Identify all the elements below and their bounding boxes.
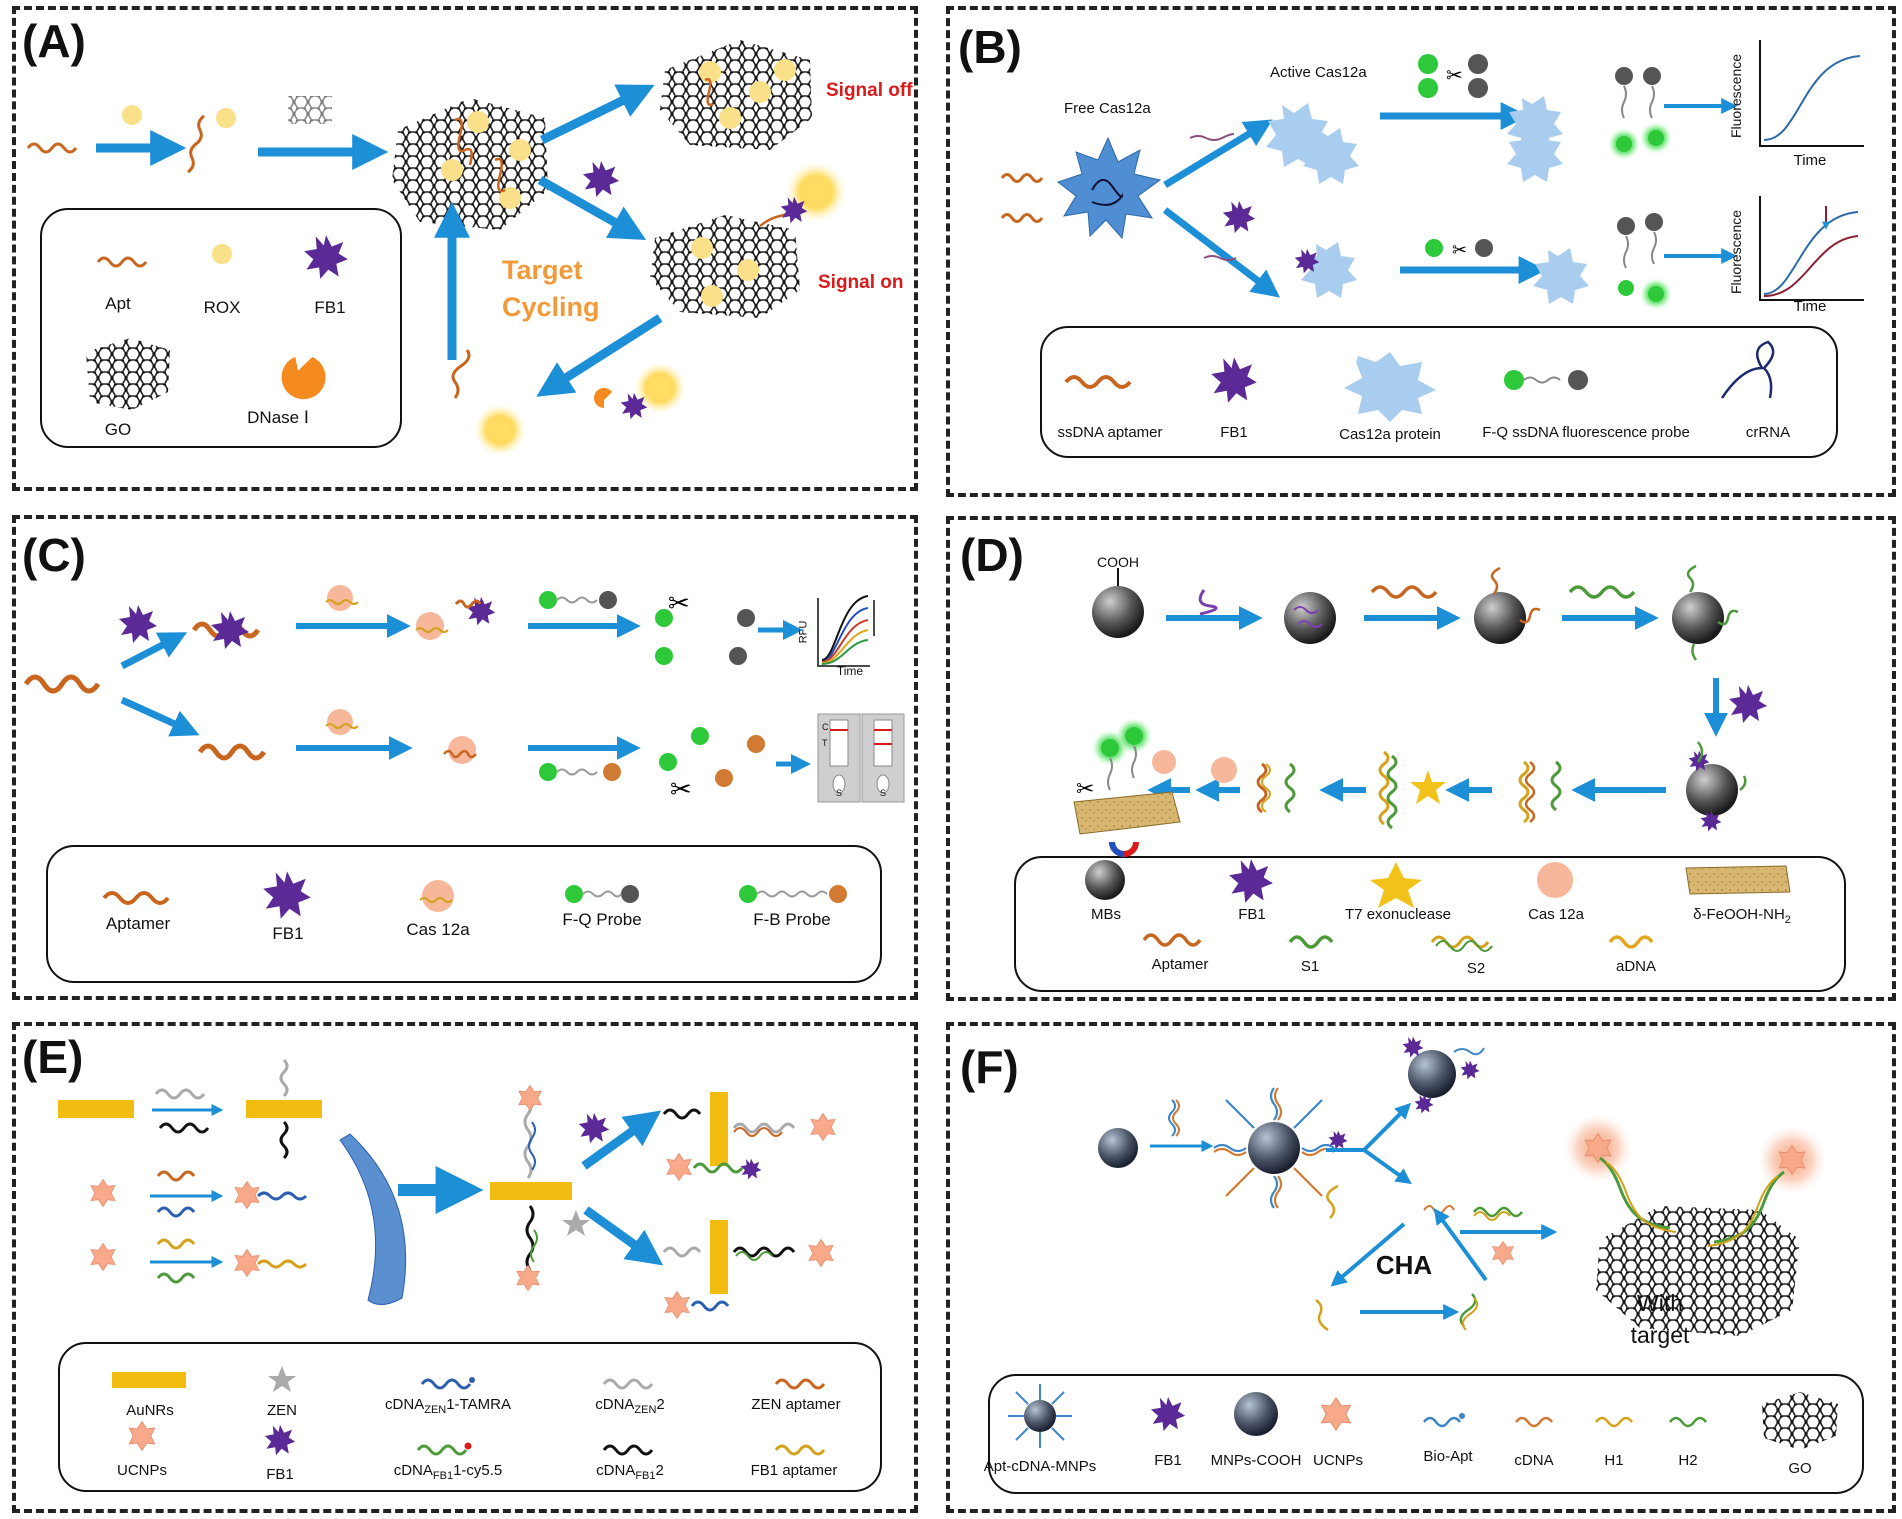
svg-text:✂: ✂ — [668, 589, 690, 619]
panel-b-active-cas: Active Cas12a — [1270, 64, 1367, 81]
panel-b-free-cas: Free Cas12a — [1064, 100, 1151, 117]
panel-d-graphics: ✂ — [1073, 564, 1791, 952]
legend-c-fq: F-Q Probe — [562, 910, 642, 929]
svg-text:✂: ✂ — [670, 775, 692, 805]
panel-a-cycling: Cycling — [502, 292, 600, 322]
legend-d-s1: S1 — [1300, 958, 1320, 975]
legend-f-go: GO — [1788, 1460, 1812, 1477]
panel-b-graphics: ✂ ✂ — [1000, 40, 1864, 422]
panel-f-target: target — [1630, 1322, 1690, 1348]
panel-b-y-axis-top: Fluorescence — [1728, 53, 1745, 139]
legend-e-cdna-zen2-suffix: 2 — [656, 1396, 665, 1413]
legend-a-fb1: FB1 — [314, 298, 346, 317]
legend-d-s2: S2 — [1466, 960, 1486, 977]
legend-e-cdna-zen1-text: cDNA — [385, 1396, 425, 1413]
panel-b-x-axis-top: Time — [1793, 152, 1827, 169]
legend-d-cas: Cas 12a — [1528, 906, 1584, 923]
legend-a-rox: ROX — [203, 298, 241, 317]
panel-c-strip-s-2: S — [880, 788, 887, 798]
panel-c-strip-c: C — [822, 722, 829, 732]
legend-a-dnase: DNase Ⅰ — [247, 408, 309, 427]
panel-d-letter: (D) — [960, 529, 1024, 581]
legend-e-ucnps: UCNPs — [116, 1462, 168, 1479]
legend-e-cdna-zen2: cDNAZEN2 — [595, 1396, 665, 1416]
legend-e-cdna-zen2-sub: ZEN — [634, 1404, 657, 1416]
legend-e-zen-apt: ZEN aptamer — [751, 1396, 841, 1413]
panel-a-target: Target — [502, 255, 583, 285]
legend-e-cdna-zen1-sub: ZEN — [424, 1404, 447, 1416]
panel-f-letter: (F) — [960, 1041, 1019, 1093]
svg-text:✂: ✂ — [1076, 777, 1094, 802]
panel-c-strip-t: T — [822, 738, 828, 748]
legend-f-h1: H1 — [1604, 1452, 1624, 1469]
legend-d-feooh: δ-FeOOH-NH2 — [1693, 906, 1791, 926]
legend-e-cdna-fb2-suffix: 2 — [655, 1462, 664, 1479]
legend-e-cdna-zen1-suffix: 1-TAMRA — [446, 1396, 511, 1413]
legend-e-cdna-zen2-text: cDNA — [595, 1396, 635, 1413]
legend-e-fb1-apt: FB1 aptamer — [750, 1462, 838, 1479]
panel-a-signal-on: Signal on — [818, 272, 904, 293]
legend-d-t7: T7 exonuclease — [1345, 906, 1451, 923]
panel-c-letter: (C) — [22, 529, 86, 581]
panel-c-rfu: RFU — [797, 620, 810, 644]
legend-c — [46, 845, 882, 983]
panel-e-graphics — [58, 1058, 836, 1456]
legend-e-cdna-fb2-text: cDNA — [596, 1462, 636, 1479]
legend-c-fb: F-B Probe — [753, 910, 831, 929]
legend-e-cdna-fb1-sub: FB1 — [432, 1470, 454, 1482]
legend-b-cas: Cas12a protein — [1339, 426, 1441, 443]
legend-e-cdna-fb2-sub: FB1 — [635, 1470, 656, 1482]
legend-d-feooh-sub: 2 — [1784, 914, 1791, 926]
legend-f-bioapt: Bio-Apt — [1423, 1448, 1473, 1465]
panel-e-letter: (E) — [22, 1031, 84, 1083]
legend-f — [988, 1374, 1864, 1494]
legend-d-fb1: FB1 — [1238, 906, 1266, 923]
legend-b-aptamer: ssDNA aptamer — [1057, 424, 1163, 441]
panel-b-x-axis-bottom: Time — [1793, 298, 1827, 315]
legend-a-go: GO — [104, 420, 132, 439]
legend-e-zen: ZEN — [267, 1402, 297, 1419]
panel-a-graphics — [26, 40, 846, 456]
legend-c-cas: Cas 12a — [406, 920, 470, 939]
panel-c-strip-s-1: S — [836, 788, 843, 798]
panel-f-graphics — [1008, 1036, 1838, 1450]
legend-e-cdna-fb1: cDNAFB11-cy5.5 — [394, 1462, 503, 1482]
legend-e — [58, 1342, 882, 1492]
svg-text:✂: ✂ — [1452, 240, 1467, 261]
legend-b-crrna: crRNA — [1745, 424, 1791, 441]
legend-e-cdna-fb1-text: cDNA — [393, 1462, 433, 1479]
legend-d-aptamer: Aptamer — [1151, 956, 1209, 973]
panel-a-signal-off: Signal off — [826, 80, 913, 101]
legend-c-fb1: FB1 — [272, 924, 304, 943]
legend-a-apt: Apt — [105, 294, 131, 313]
legend-f-h2: H2 — [1678, 1452, 1698, 1469]
legend-e-aunrs: AuNRs — [126, 1402, 174, 1419]
legend-e-cdna-fb1-suffix: 1-cy5.5 — [453, 1462, 503, 1479]
panel-b-letter: (B) — [958, 21, 1022, 73]
legend-f-mnps: MNPs-COOH — [1210, 1452, 1302, 1469]
legend-b-fb1: FB1 — [1220, 424, 1248, 441]
legend-e-cdna-fb2: cDNAFB12 — [596, 1462, 664, 1482]
legend-f-ucnps: UCNPs — [1312, 1452, 1364, 1469]
panel-b-y-axis-bottom: Fluorescence — [1728, 209, 1745, 295]
panel-c-graphics: ✂ ✂ — [23, 585, 905, 919]
legend-f-apt-mnps: Apt-cDNA-MNPs — [983, 1458, 1097, 1475]
legend-b — [1040, 326, 1838, 458]
legend-f-cdna: cDNA — [1514, 1452, 1554, 1469]
legend-c-aptamer: Aptamer — [105, 914, 171, 933]
legend-e-cdna-zen1: cDNAZEN1-TAMRA — [385, 1396, 511, 1416]
svg-text:✂: ✂ — [1446, 63, 1463, 87]
panel-c-time: Time — [836, 664, 864, 678]
panel-a-letter: (A) — [22, 15, 86, 67]
legend-e-fb1: FB1 — [266, 1466, 294, 1483]
panel-f-with: With — [1637, 1290, 1683, 1316]
panel-f-cha: CHA — [1375, 1250, 1433, 1280]
legend-d-feooh-text: δ-FeOOH-NH — [1693, 906, 1785, 923]
legend-d-mbs: MBs — [1091, 906, 1121, 923]
legend-f-fb1: FB1 — [1154, 1452, 1182, 1469]
legend-d-adna: aDNA — [1615, 958, 1657, 975]
panel-d-cooh: COOH — [1097, 554, 1139, 570]
legend-b-probe: F-Q ssDNA fluorescence probe — [1482, 424, 1690, 441]
